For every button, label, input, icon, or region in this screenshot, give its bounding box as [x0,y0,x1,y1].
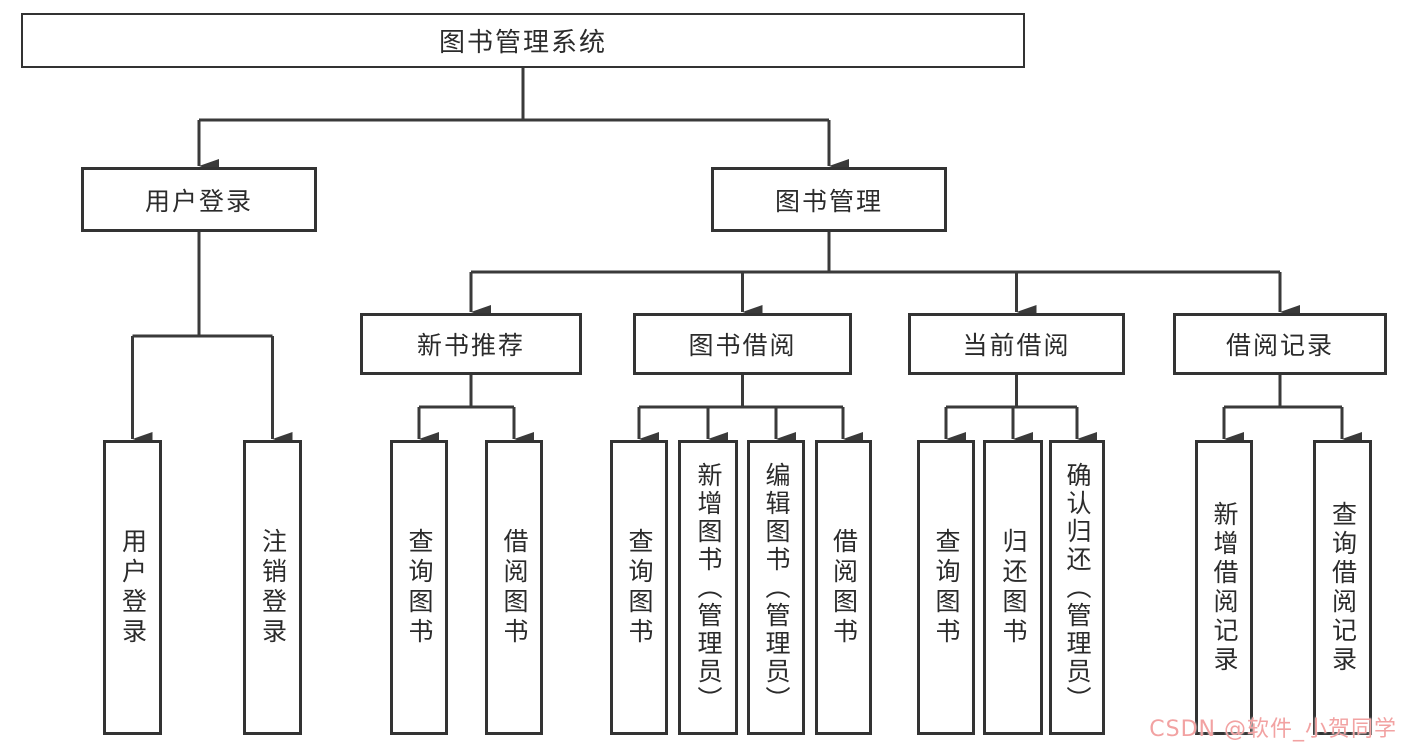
leaf-query-books-recommend: 查询图书 [390,440,448,735]
node-book-management: 图书管理 [711,167,947,232]
node-root: 图书管理系统 [21,13,1025,68]
leaf-user-login: 用户登录 [103,440,162,735]
leaf-add-book-admin: 新增图书（管理员） [678,440,738,735]
node-new-book-recommend: 新书推荐 [360,313,582,375]
leaf-borrow-books-recommend: 借阅图书 [485,440,543,735]
leaf-edit-book-admin: 编辑图书（管理员） [747,440,805,735]
leaf-add-borrow-record: 新增借阅记录 [1195,440,1253,735]
node-borrow-records: 借阅记录 [1173,313,1387,375]
leaf-borrow-books: 借阅图书 [815,440,872,735]
leaf-query-borrow-record: 查询借阅记录 [1313,440,1372,735]
leaf-confirm-return-admin: 确认归还（管理员） [1049,440,1105,735]
node-book-borrow: 图书借阅 [633,313,852,375]
leaf-return-book: 归还图书 [983,440,1043,735]
watermark: CSDN @软件_小贺同学 [1149,717,1397,742]
leaf-query-books-borrow: 查询图书 [610,440,668,735]
leaf-query-books-current: 查询图书 [917,440,975,735]
node-current-borrow: 当前借阅 [908,313,1125,375]
node-user-login: 用户登录 [81,167,317,232]
leaf-logout: 注销登录 [243,440,302,735]
